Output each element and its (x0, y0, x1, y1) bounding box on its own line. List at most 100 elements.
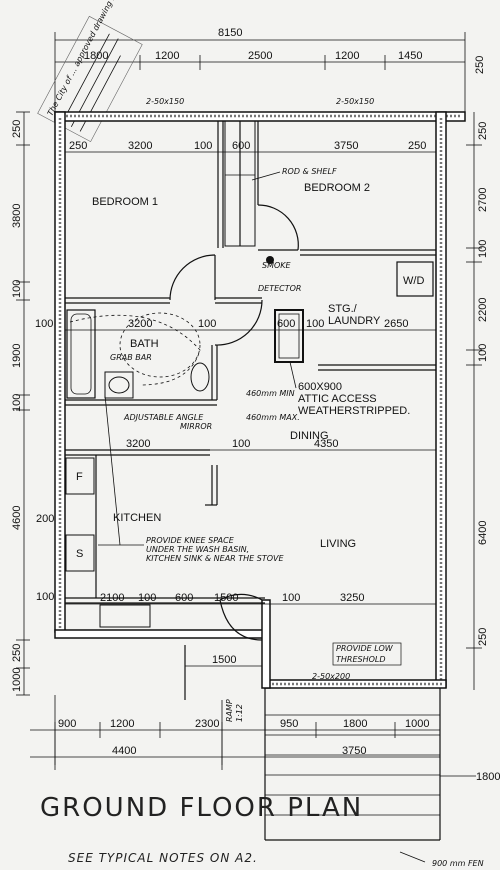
dim-right-100b: 100 (477, 344, 489, 362)
room-dining: DINING (290, 430, 329, 442)
dim-right-6400: 6400 (477, 521, 489, 545)
dim-left-100b: 100 (11, 394, 23, 412)
dim-top-3: 2500 (248, 50, 272, 62)
dim-left-3800: 3800 (11, 204, 23, 228)
dim-r2-2650: 2650 (384, 318, 408, 330)
room-stg-laundry-2: LAUNDRY (328, 315, 381, 327)
note-ramp-2: 1:12 (235, 704, 244, 722)
room-kitchen: KITCHEN (113, 512, 161, 524)
bathtub (66, 309, 96, 399)
dim-r4-3250: 3250 (340, 592, 364, 604)
annotation-notes: ROD & SHELF SMOKE DETECTOR GRAB BAR 600X… (98, 167, 410, 722)
dim-r1-250a: 250 (69, 140, 87, 152)
dim-top-4: 1200 (335, 50, 359, 62)
wash-basin (190, 362, 210, 392)
note-porch-lintel: 2-50x200 (312, 672, 350, 681)
room-living: LIVING (320, 538, 356, 550)
bottom-dimensions: 900 1200 2300 950 1800 1000 4400 3750 18… (30, 718, 500, 783)
dim-r1-3200: 3200 (128, 140, 152, 152)
drawing-subtitle: SEE TYPICAL NOTES ON A2. (68, 851, 258, 865)
right-dimensions: 250 2700 100 2200 100 6400 250 (466, 112, 489, 690)
note-mirror-1: ADJUSTABLE ANGLE (123, 413, 204, 422)
dim-r4-2100: 2100 (100, 592, 124, 604)
door-swings (169, 204, 299, 641)
dim-left-250b: 250 (11, 644, 23, 662)
note-min-460: 460mm MIN (246, 389, 295, 398)
dim-left-100c: 100 (36, 591, 54, 603)
label-fridge: F (76, 471, 83, 483)
note-attic-2: ATTIC ACCESS (298, 393, 377, 405)
drawing-title: GROUND FLOOR PLAN (40, 793, 363, 823)
kitchen-sink (99, 604, 151, 628)
note-threshold-2: THRESHOLD (336, 655, 386, 664)
dim-r2-100b: 100 (306, 318, 324, 330)
dim-bottom-2300: 2300 (195, 718, 219, 730)
note-attic-3: WEATHERSTRIPPED. (298, 405, 410, 417)
dim-left-100a: 100 (11, 280, 23, 298)
dim-top-5: 1450 (398, 50, 422, 62)
dim-bottom-900: 900 (58, 718, 76, 730)
left-dimensions: 250 3800 100 1900 100 4600 250 1000 (11, 111, 30, 696)
smoke-detector-icon (266, 256, 274, 264)
dim-right-100a: 100 (477, 240, 489, 258)
dim-r4-100: 100 (138, 592, 156, 604)
note-grab-bar: GRAB BAR (110, 353, 152, 362)
dim-r4-600: 600 (175, 592, 193, 604)
note-knee-2: UNDER THE WASH BASIN, (146, 545, 249, 554)
dim-bottom-4400: 4400 (112, 745, 136, 757)
dim-left-200: 200 (36, 513, 54, 525)
dim-r1-250b: 250 (408, 140, 426, 152)
note-knee-3: KITCHEN SINK & NEAR THE STOVE (146, 554, 285, 563)
stove (65, 534, 95, 572)
dim-r2-3200: 3200 (128, 318, 152, 330)
room-bedroom-1: BEDROOM 1 (92, 196, 158, 208)
exterior-walls (54, 111, 466, 689)
interior-dimensions: 250 3200 100 600 3750 250 3200 100 600 1… (35, 140, 436, 667)
dim-top-2: 1200 (155, 50, 179, 62)
label-stove: S (76, 548, 83, 560)
room-stg-laundry-1: STG./ (328, 303, 358, 315)
note-rod-shelf: ROD & SHELF (282, 167, 337, 176)
fridge (65, 457, 95, 495)
dim-bottom-1800r: 1800 (476, 771, 500, 783)
dim-r1-600: 600 (232, 140, 250, 152)
fixtures (65, 256, 434, 628)
dim-r1-3750: 3750 (334, 140, 358, 152)
dim-top-right: 250 (474, 56, 486, 74)
lintel-right: 2-50x150 (336, 97, 374, 106)
dim-r3-100: 100 (232, 438, 250, 450)
note-mirror-2: MIRROR (180, 422, 212, 431)
dim-bottom-1000: 1000 (405, 718, 429, 730)
dim-r4-1500: 1500 (214, 592, 238, 604)
dim-bottom-950: 950 (280, 718, 298, 730)
dim-r4-100b: 100 (282, 592, 300, 604)
interior-walls (65, 120, 436, 506)
note-max-460: 460mm MAX. (246, 413, 300, 422)
dim-r2-100a: 100 (198, 318, 216, 330)
dim-right-2200: 2200 (477, 298, 489, 322)
room-bath: BATH (130, 338, 159, 350)
top-dimensions: 8150 1800 1200 2500 1200 1450 250 2-50x1… (54, 27, 486, 112)
note-fence: 900 mm FEN (432, 859, 484, 868)
dim-left-250: 250 (11, 120, 23, 138)
dim-r1-100: 100 (194, 140, 212, 152)
dim-bottom-1800: 1800 (343, 718, 367, 730)
note-attic-1: 600X900 (298, 381, 342, 393)
washer-dryer (396, 261, 434, 297)
label-wd: W/D (403, 275, 424, 287)
dim-r2-600: 600 (277, 318, 295, 330)
note-smoke-1: SMOKE (262, 261, 292, 270)
note-smoke-2: DETECTOR (258, 284, 301, 293)
dim-r3-4350: 4350 (314, 438, 338, 450)
lintel-left: 2-50x150 (146, 97, 184, 106)
dim-r3-3200: 3200 (126, 438, 150, 450)
dim-right-250: 250 (477, 122, 489, 140)
attic-access (274, 309, 304, 363)
dim-bottom-3750: 3750 (342, 745, 366, 757)
dim-bath-100: 100 (35, 318, 53, 330)
dim-right-250b: 250 (477, 628, 489, 646)
dim-top-1: 1800 (84, 50, 108, 62)
room-labels: BEDROOM 1 BEDROOM 2 BATH STG./ LAUNDRY D… (76, 182, 424, 560)
dim-left-4600: 4600 (11, 506, 23, 530)
dim-left-1000: 1000 (11, 668, 23, 692)
